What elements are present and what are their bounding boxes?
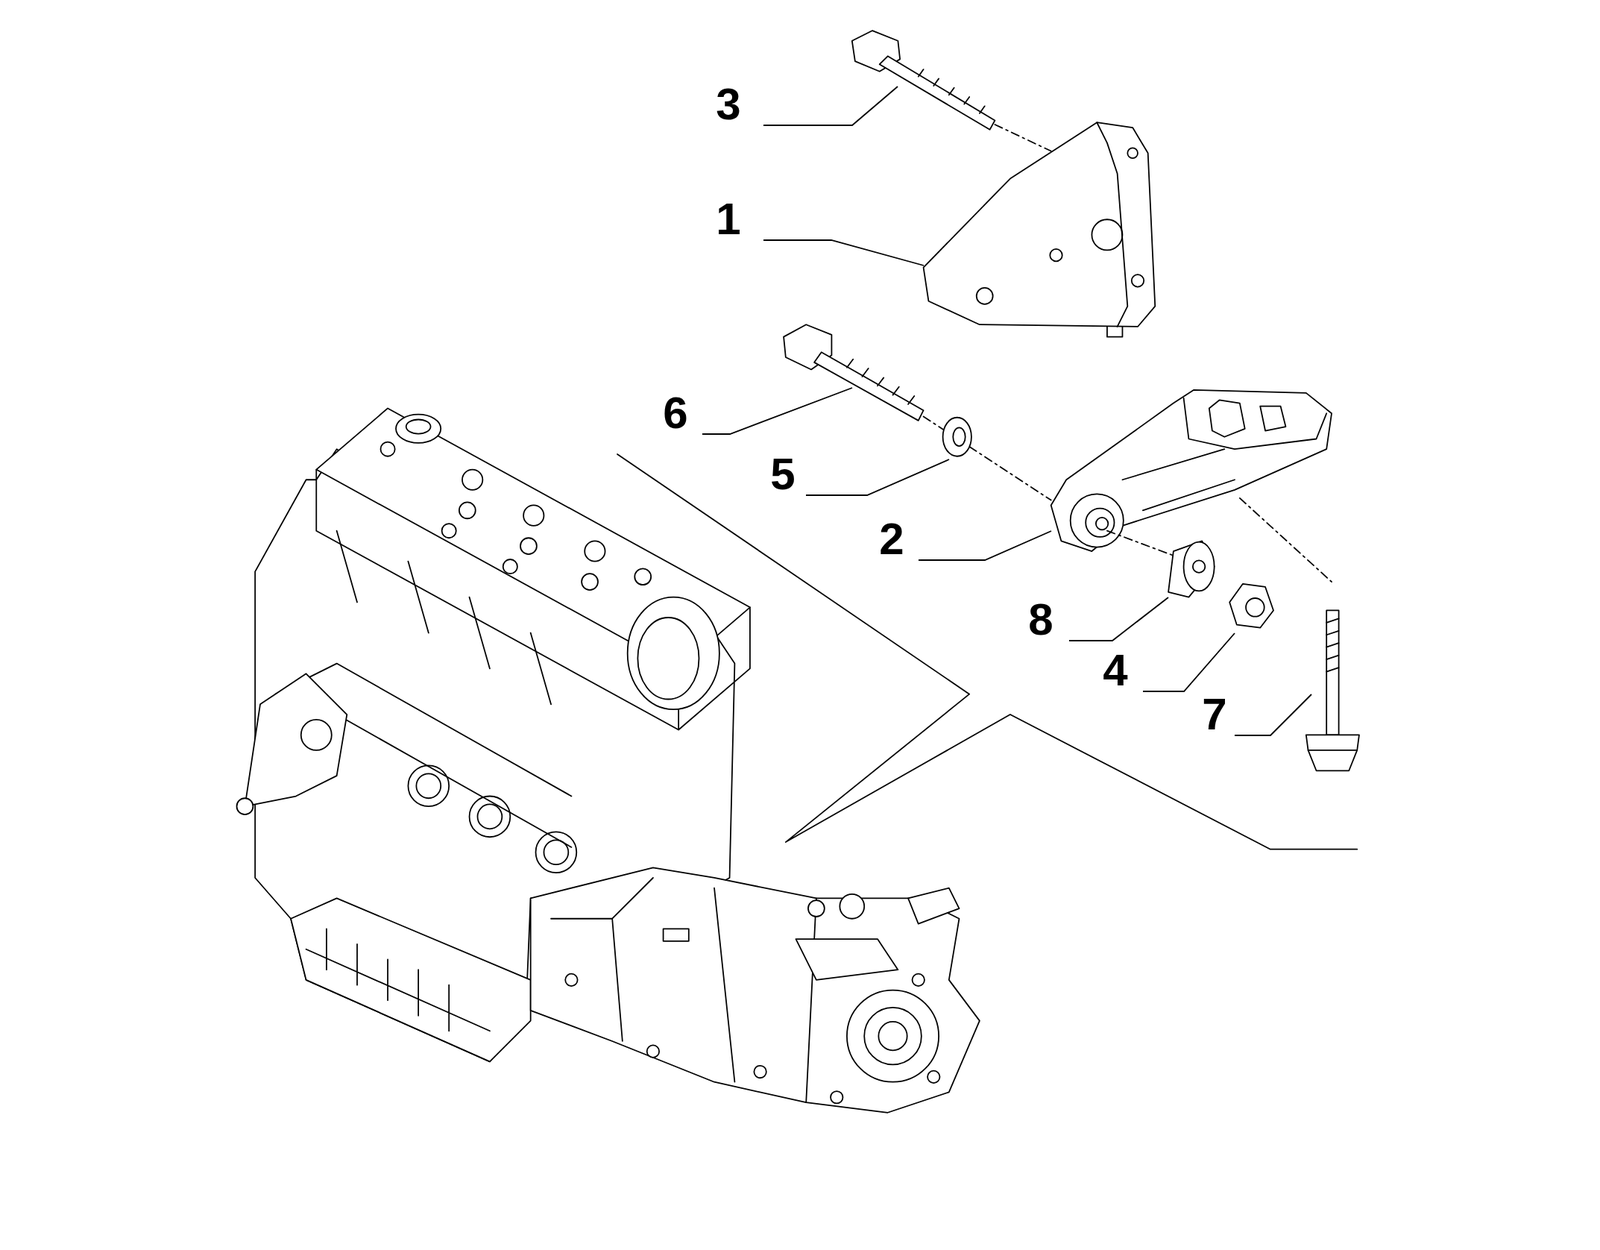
bolt (783, 324, 1052, 500)
callout-number: 3 (715, 82, 741, 127)
callout-number: 2 (879, 516, 904, 562)
gearbox (530, 867, 980, 1112)
bolt (1306, 609, 1360, 771)
nut (1229, 583, 1274, 628)
callout-number: 7 (1201, 691, 1227, 737)
engine-bracket (923, 122, 1156, 337)
bolt (852, 30, 1052, 151)
spacer (1168, 540, 1215, 597)
callout-number: 6 (662, 390, 688, 436)
cam-cover (627, 597, 720, 710)
callout-number: 8 (1028, 597, 1053, 642)
oil-pan (290, 897, 531, 1061)
callout-number: 4 (1102, 647, 1128, 693)
assembly-pointer (617, 454, 1357, 850)
callout-number: 1 (715, 196, 741, 242)
leader-lines (702, 86, 1312, 736)
washer (943, 417, 972, 457)
callout-number: 5 (770, 451, 795, 497)
